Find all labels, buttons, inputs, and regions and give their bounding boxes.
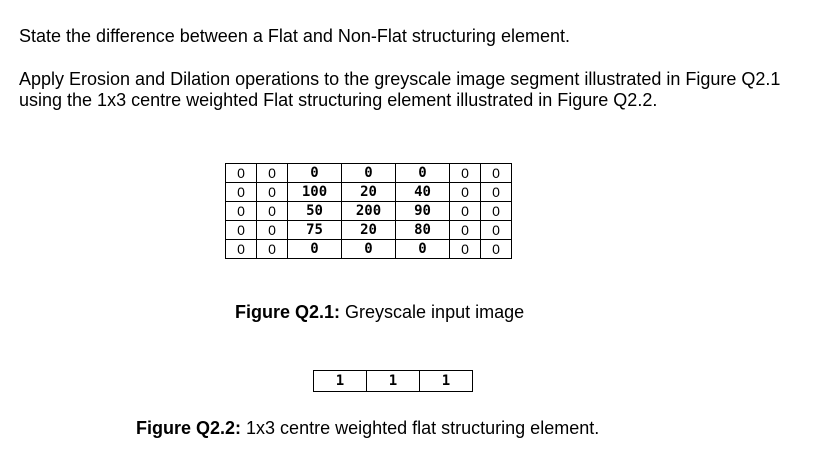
image-cell: 0: [341, 163, 396, 183]
figure-q2-2-text: 1x3 centre weighted flat structuring ele…: [241, 418, 600, 438]
image-cell: 0: [256, 163, 288, 183]
image-cell: 0: [395, 163, 450, 183]
question-line-1: State the difference between a Flat and …: [19, 26, 570, 46]
image-cell: 0: [480, 220, 512, 240]
se-cell: 1: [313, 370, 367, 392]
se-cell: 1: [419, 370, 473, 392]
figure-q2-2-label: Figure Q2.2:: [136, 418, 242, 438]
image-cell: 0: [480, 163, 512, 183]
figure-q2-1-caption: Figure Q2.1: Greyscale input image: [235, 302, 524, 323]
image-cell: 100: [287, 182, 342, 202]
image-cell: 0: [256, 239, 288, 259]
image-cell: 0: [449, 163, 481, 183]
image-cell: 20: [341, 220, 396, 240]
image-cell: 0: [287, 163, 342, 183]
image-cell: 0: [256, 201, 288, 221]
image-cell: 75: [287, 220, 342, 240]
image-cell: 90: [395, 201, 450, 221]
image-cell: 0: [480, 182, 512, 202]
figure-q2-1-text: Greyscale input image: [340, 302, 525, 322]
image-cell: 0: [480, 201, 512, 221]
image-cell: 0: [480, 239, 512, 259]
image-cell: 0: [225, 182, 257, 202]
image-cell: 0: [449, 201, 481, 221]
figure-q2-1-label: Figure Q2.1:: [235, 302, 341, 322]
image-cell: 80: [395, 220, 450, 240]
image-cell: 0: [256, 182, 288, 202]
image-cell: 20: [341, 182, 396, 202]
figure-q2-2-caption: Figure Q2.2: 1x3 centre weighted flat st…: [136, 418, 599, 439]
image-cell: 0: [287, 239, 342, 259]
image-cell: 50: [287, 201, 342, 221]
image-cell: 0: [449, 239, 481, 259]
image-cell: 0: [225, 163, 257, 183]
question-line-2: Apply Erosion and Dilation operations to…: [19, 69, 781, 110]
image-cell: 0: [225, 220, 257, 240]
se-cell: 1: [366, 370, 420, 392]
structuring-element-table: 1 1 1: [313, 370, 473, 392]
image-cell: 0: [225, 201, 257, 221]
image-cell: 40: [395, 182, 450, 202]
image-cell: 0: [395, 239, 450, 259]
image-cell: 0: [341, 239, 396, 259]
image-cell: 200: [341, 201, 396, 221]
image-cell: 0: [449, 220, 481, 240]
image-cell: 0: [449, 182, 481, 202]
image-cell: 0: [256, 220, 288, 240]
structuring-element-row: 1 1 1: [313, 370, 473, 392]
image-cell: 0: [225, 239, 257, 259]
